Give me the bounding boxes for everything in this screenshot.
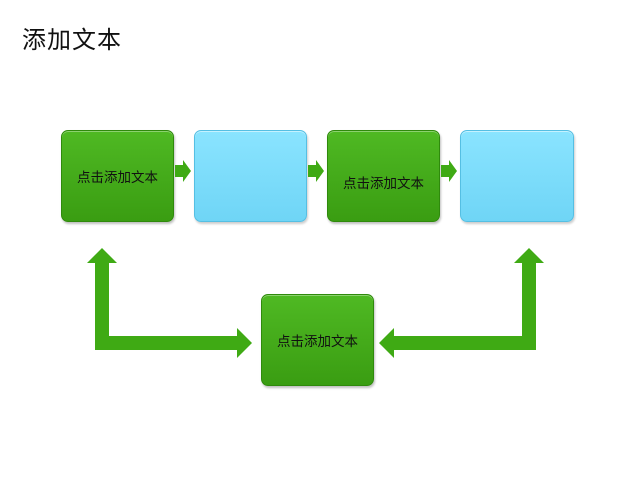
process-box-3: 点击添加文本 xyxy=(327,130,440,222)
arrow-right-3 xyxy=(441,160,457,182)
process-box-2 xyxy=(194,130,307,222)
process-box-5: 点击添加文本 xyxy=(261,294,374,386)
arrow-elbow-left xyxy=(87,248,252,358)
process-box-1-label: 点击添加文本 xyxy=(77,170,158,186)
process-box-3-label: 点击添加文本 xyxy=(343,176,424,192)
process-box-1: 点击添加文本 xyxy=(61,130,174,222)
arrow-right-1 xyxy=(175,160,191,182)
arrow-right-2 xyxy=(308,160,324,182)
process-box-5-label: 点击添加文本 xyxy=(277,334,358,350)
arrow-elbow-right xyxy=(379,248,544,358)
page-title: 添加文本 xyxy=(22,26,122,54)
process-box-4 xyxy=(460,130,574,222)
